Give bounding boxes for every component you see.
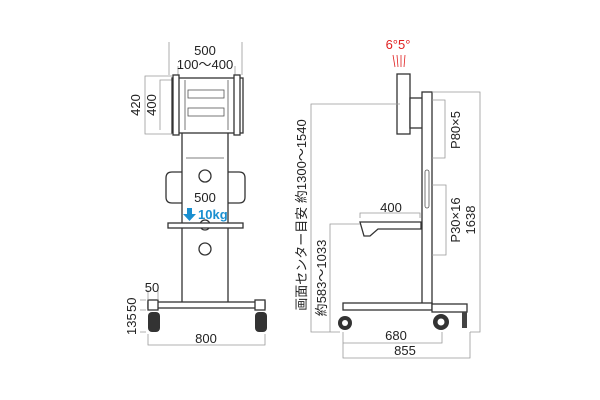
down-arrow-icon — [183, 208, 196, 221]
side-column — [421, 91, 433, 305]
base-height: 135 — [124, 313, 139, 335]
side-shelf — [359, 221, 422, 237]
depth: 855 — [394, 343, 416, 358]
base-bar — [147, 301, 266, 309]
height-dimension-lines — [144, 75, 172, 135]
pitch-dimension-lines — [432, 91, 481, 333]
front-width-outer: 500 — [194, 43, 216, 58]
front-width-vesa: 100～400 — [177, 57, 233, 72]
depth-dimension-lines — [342, 332, 471, 359]
front-height-outer: 420 — [128, 94, 143, 116]
caster-wheel — [255, 312, 267, 332]
monitor-bracket — [171, 74, 244, 136]
shelf-depth: 400 — [380, 200, 402, 215]
stand-column — [181, 133, 229, 305]
front-view: 500 100～400 420 400 500 10kg — [124, 42, 267, 346]
front-height-vesa: 400 — [144, 94, 159, 116]
shelf-load: 10kg — [198, 207, 228, 222]
shelf-height: 約583～1033 — [314, 240, 329, 317]
side-base — [342, 302, 433, 311]
caster-width: 50 — [145, 280, 159, 295]
mount-pitch: P80×5 — [448, 111, 463, 149]
shelf — [167, 222, 244, 229]
side-view: 6°5° 画面センター目安 約1300～1540 約583～1033 400 P… — [294, 37, 481, 359]
wheelbase: 680 — [385, 328, 407, 343]
front-shelf-width: 500 — [194, 190, 216, 205]
rear-foot — [462, 312, 467, 328]
base-end — [254, 299, 266, 311]
base-end — [147, 299, 159, 311]
column-slot — [424, 169, 430, 209]
shelf-pitch: P30×16 — [448, 197, 463, 242]
base-dimension-lines — [140, 290, 266, 346]
handle — [165, 171, 246, 204]
caster-wheel — [148, 312, 160, 332]
tilt-angle: 6°5° — [386, 37, 411, 52]
height-dimension-lines — [310, 103, 421, 333]
caster-height: 50 — [124, 298, 139, 312]
screen-center-height: 画面センター目安 約1300～1540 — [294, 119, 309, 310]
base-width: 800 — [195, 331, 217, 346]
rear-base — [431, 303, 468, 313]
total-height: 1638 — [463, 206, 478, 235]
tilt-indicator-lines — [392, 54, 406, 68]
width-dimension-lines — [168, 42, 243, 75]
